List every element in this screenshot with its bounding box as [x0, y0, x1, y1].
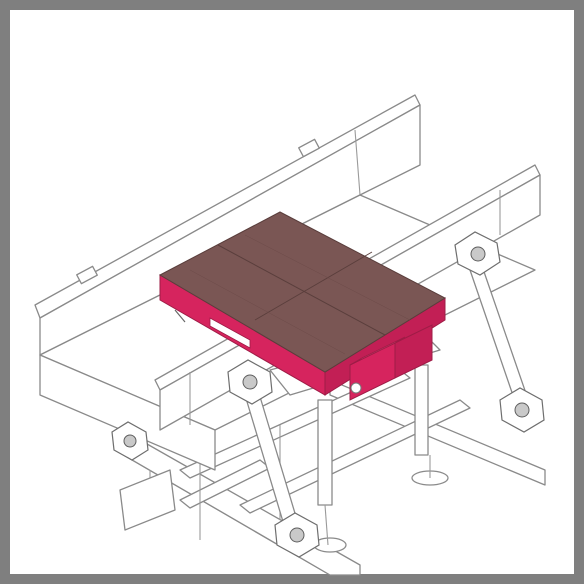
mount-right-lower [499, 387, 545, 433]
trough-back-seam [354, 129, 361, 196]
base-plate-left [119, 469, 176, 531]
rim-tab-1 [76, 265, 98, 285]
levelling-mounts [111, 231, 545, 558]
leg-right [414, 364, 429, 456]
rim-tab-2 [298, 138, 320, 158]
mount-right-upper [454, 231, 501, 276]
junction-box-2 [394, 324, 433, 379]
mount-front-upper [227, 359, 273, 405]
leg-center [317, 399, 333, 506]
trough-back-wall [39, 104, 421, 356]
weigh-platform [158, 211, 447, 401]
trough-front-wall-left [39, 354, 216, 471]
base-cross-2 [239, 399, 471, 514]
mount-front-lower [274, 512, 320, 558]
platform-top-seam [217, 244, 386, 336]
platform-top-seam-2 [254, 251, 373, 321]
foot-center-stem [324, 504, 329, 546]
mount-left [111, 421, 149, 461]
platform-notch [209, 317, 251, 349]
cable-gland [350, 382, 362, 394]
